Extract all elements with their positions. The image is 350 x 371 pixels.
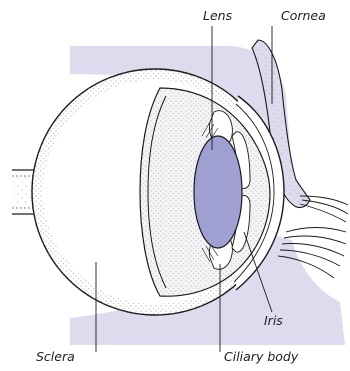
label-lens: Lens [203, 10, 232, 23]
label-ciliary-body: Ciliary body [224, 351, 298, 364]
lens-shape [194, 136, 242, 248]
label-sclera: Sclera [36, 351, 75, 364]
label-iris: Iris [264, 315, 283, 328]
label-cornea: Cornea [281, 10, 326, 23]
